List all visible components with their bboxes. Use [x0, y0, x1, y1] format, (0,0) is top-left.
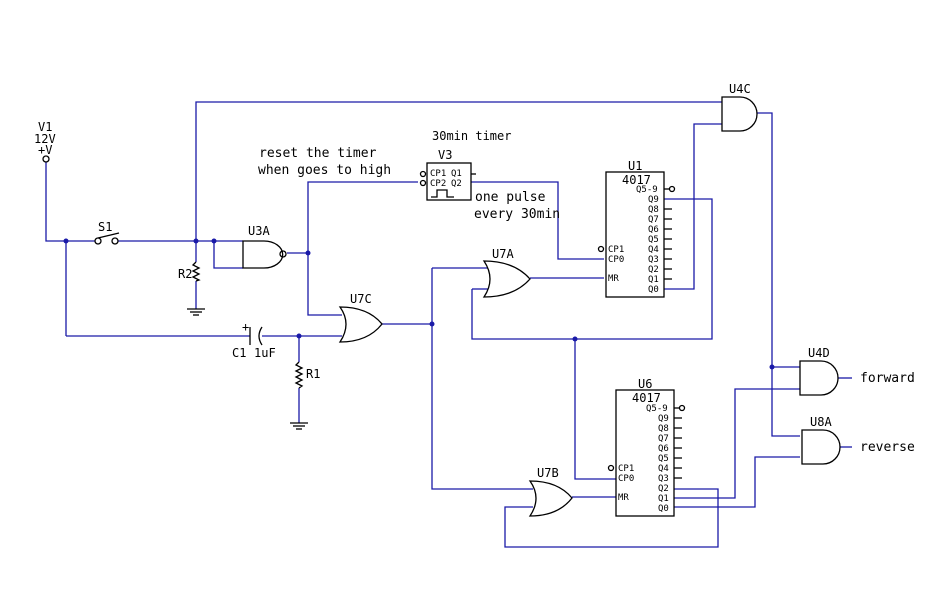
junction-dots: [63, 238, 775, 370]
u8a-label: U8A: [810, 415, 832, 429]
u3a-label: U3A: [248, 224, 270, 238]
gate-u4d-and: U4D: [799, 346, 839, 396]
u1-right-pins: Q5-9 Q9 Q8 Q7 Q6 Q5 Q4 Q3 Q2 Q1 Q0: [636, 185, 659, 295]
svg-text:Q2: Q2: [648, 265, 659, 275]
v1-voltage: 12V: [34, 132, 56, 146]
svg-text:Q2: Q2: [451, 179, 462, 189]
switch-s1: S1: [94, 220, 120, 245]
svg-text:Q3: Q3: [648, 255, 659, 265]
u4d-label: U4D: [808, 346, 830, 360]
counter-u6-4017: U6 4017 Q5-9 Q9 Q8 Q7 Q6 Q5 Q4 Q3 Q2 Q1 …: [607, 377, 686, 517]
svg-text:Q3: Q3: [658, 474, 669, 484]
svg-text:Q4: Q4: [658, 464, 669, 474]
svg-text:Q7: Q7: [648, 215, 659, 225]
gate-u3a-nand: U3A: [242, 224, 287, 269]
pulse-note-line1: one pulse: [475, 190, 546, 205]
gate-u7c-or: U7C: [338, 292, 383, 343]
v1-polarity: +V: [38, 143, 52, 157]
svg-text:Q9: Q9: [658, 414, 669, 424]
u1-label: U1: [628, 159, 642, 173]
svg-text:Q5-9: Q5-9: [636, 185, 658, 195]
gate-u7b-or: U7B: [528, 466, 573, 517]
supply-v1: V1 12V +V: [34, 120, 56, 163]
svg-text:CP0: CP0: [608, 255, 624, 265]
r2-label: R2: [178, 267, 192, 281]
svg-text:Q8: Q8: [648, 205, 659, 215]
u7c-label: U7C: [350, 292, 372, 306]
u6-part: 4017: [632, 391, 661, 405]
gate-u7a-or: U7A: [482, 247, 531, 298]
timer-caption: 30min timer: [432, 129, 511, 143]
reset-note-line2: when goes to high: [258, 163, 391, 178]
svg-text:CP2: CP2: [430, 179, 446, 189]
svg-text:Q0: Q0: [648, 285, 659, 295]
u1-part: 4017: [622, 173, 651, 187]
svg-text:Q2: Q2: [658, 484, 669, 494]
u7b-label: U7B: [537, 466, 559, 480]
svg-text:Q5: Q5: [648, 235, 659, 245]
svg-text:Q9: Q9: [648, 195, 659, 205]
resistor-r2: R2: [178, 261, 205, 316]
svg-text:CP0: CP0: [618, 474, 634, 484]
u4c-label: U4C: [729, 82, 751, 96]
u6-right-pins: Q5-9 Q9 Q8 Q7 Q6 Q5 Q4 Q3 Q2 Q1 Q0: [646, 404, 669, 514]
svg-text:CP1: CP1: [608, 245, 624, 255]
svg-text:CP1: CP1: [618, 464, 634, 474]
v1-name: V1: [38, 120, 52, 134]
u7a-label: U7A: [492, 247, 514, 261]
svg-text:Q7: Q7: [658, 434, 669, 444]
svg-text:Q5: Q5: [658, 454, 669, 464]
svg-text:Q1: Q1: [648, 275, 659, 285]
pulse-note-line2: every 30min: [474, 207, 560, 222]
r1-label: R1: [306, 367, 320, 381]
gate-u4c-and: U4C: [721, 82, 758, 132]
c1-value: 1uF: [254, 346, 276, 360]
output-forward: forward: [860, 371, 915, 386]
counter-u1-4017: U1 4017 Q5-9 Q9 Q8 Q7 Q6 Q5 Q4 Q3 Q2 Q1 …: [597, 159, 676, 298]
u6-pin-stubs: [674, 417, 682, 479]
svg-text:Q5-9: Q5-9: [646, 404, 668, 414]
svg-text:Q8: Q8: [658, 424, 669, 434]
svg-text:Q6: Q6: [648, 225, 659, 235]
resistor-r1: R1: [290, 361, 320, 430]
ground-symbol-r2: [187, 308, 205, 316]
svg-text:CP1: CP1: [430, 169, 446, 179]
u1-pin-stubs: [664, 208, 672, 280]
svg-text:Q0: Q0: [658, 504, 669, 514]
u6-label: U6: [638, 377, 652, 391]
gate-u8a-and: U8A: [801, 415, 841, 465]
svg-text:+: +: [242, 320, 249, 334]
wires: [45, 101, 852, 548]
svg-text:Q1: Q1: [451, 169, 462, 179]
output-reverse: reverse: [860, 440, 915, 455]
ground-symbol-r1: [290, 422, 308, 430]
annotations: reset the timer when goes to high one pu…: [258, 146, 915, 455]
svg-text:MR: MR: [618, 493, 629, 503]
svg-text:Q1: Q1: [658, 494, 669, 504]
timer-name: V3: [438, 148, 452, 162]
svg-text:Q6: Q6: [658, 444, 669, 454]
capacitor-c1: + C1 1uF: [232, 320, 276, 360]
s1-label: S1: [98, 220, 112, 234]
reset-note-line1: reset the timer: [259, 146, 377, 161]
c1-name: C1: [232, 346, 246, 360]
svg-text:MR: MR: [608, 274, 619, 284]
svg-text:Q4: Q4: [648, 245, 659, 255]
timer-v3: 30min timer V3 CP1 CP2 Q1 Q2: [419, 129, 511, 201]
